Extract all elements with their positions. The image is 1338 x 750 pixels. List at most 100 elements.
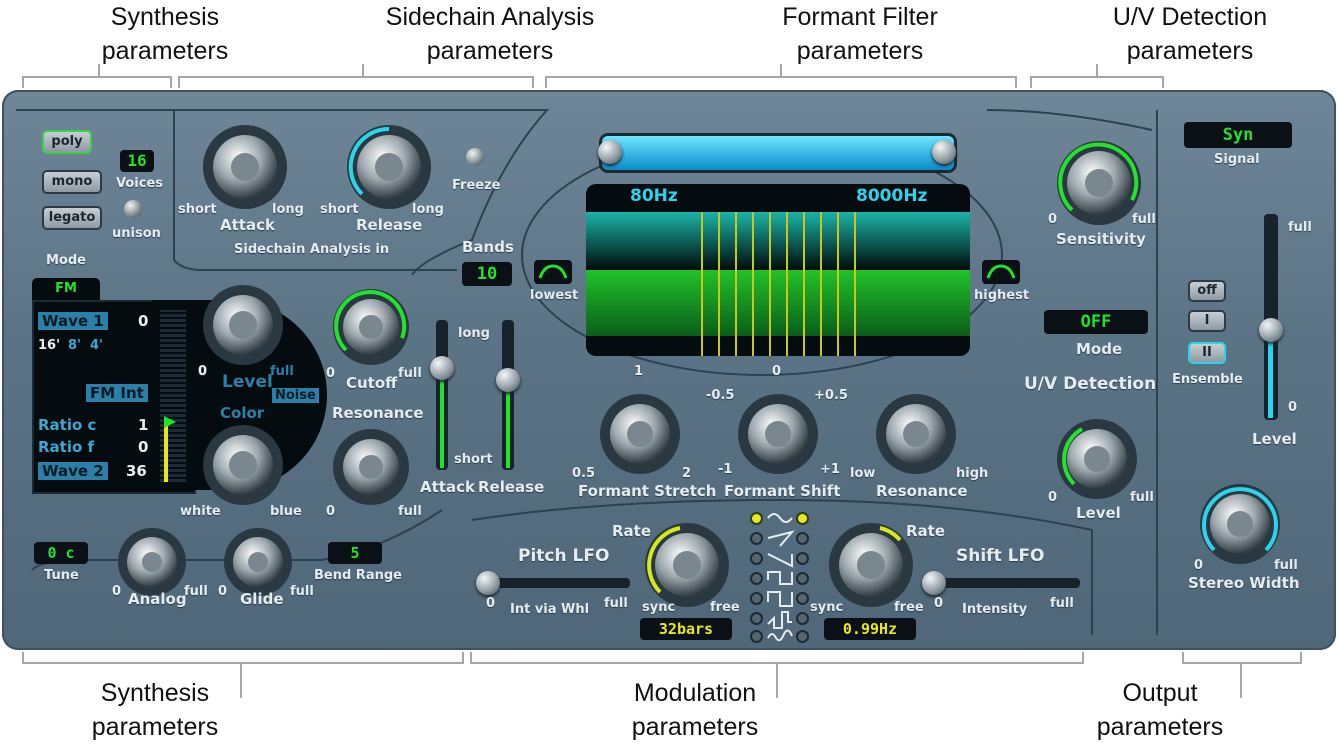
- square-wave-2-icon: [767, 591, 793, 607]
- sidechain-attack-knob[interactable]: [198, 120, 292, 214]
- stereo-width-knob[interactable]: [1194, 478, 1286, 570]
- output-level-handle[interactable]: [1259, 318, 1283, 342]
- bands-display[interactable]: 10: [462, 262, 512, 286]
- ratio-c-value[interactable]: 1: [138, 416, 149, 434]
- legato-button[interactable]: legato: [42, 206, 102, 230]
- formant-band-lines: [701, 212, 856, 356]
- intensity-min: 0: [934, 596, 944, 611]
- pitch-wave-led-4[interactable]: [750, 572, 763, 585]
- int-via-whl-handle[interactable]: [476, 571, 500, 595]
- shift-rate-min: sync: [810, 600, 844, 615]
- shift-wave-led-5[interactable]: [796, 592, 809, 605]
- color-min-label: white: [180, 504, 221, 519]
- shift-rate-label: Rate: [906, 522, 946, 540]
- shift-wave-led-4[interactable]: [796, 572, 809, 585]
- ensemble-i-button[interactable]: I: [1188, 310, 1226, 332]
- ratio-f-value[interactable]: 0: [138, 438, 149, 456]
- bend-range-display[interactable]: 5: [328, 542, 382, 564]
- sidechain-release-min: short: [320, 202, 359, 217]
- stereo-width-max: full: [1274, 558, 1298, 573]
- uv-level-knob[interactable]: [1052, 414, 1142, 504]
- env-release-label: Release: [478, 478, 545, 496]
- intensity-handle[interactable]: [922, 571, 946, 595]
- sidechain-section-label: Sidechain Analysis in: [234, 242, 390, 257]
- footage-4[interactable]: 4': [90, 338, 104, 353]
- intensity-slider[interactable]: [932, 578, 1080, 588]
- wave1-value[interactable]: 0: [138, 312, 149, 330]
- shift-wave-led-2[interactable]: [796, 532, 809, 545]
- stretch-top-label: 1: [634, 364, 644, 379]
- poly-button[interactable]: poly: [42, 130, 92, 154]
- uv-level-label: Level: [1076, 504, 1121, 522]
- shift-wave-led-6[interactable]: [796, 612, 809, 625]
- pitch-lfo-label: Pitch LFO: [518, 546, 610, 566]
- highest-filter-button[interactable]: [982, 260, 1020, 284]
- glide-knob[interactable]: [220, 524, 296, 600]
- shift-wave-led-7[interactable]: [796, 630, 809, 643]
- mono-button[interactable]: mono: [42, 170, 102, 194]
- shift-wave-led-1[interactable]: [796, 512, 809, 525]
- formant-display-top-band: [586, 212, 970, 268]
- pitch-wave-led-1[interactable]: [750, 512, 763, 525]
- formant-low-handle[interactable]: [598, 140, 622, 164]
- lowest-filter-button[interactable]: [534, 260, 572, 284]
- level-min-label: 0: [198, 364, 208, 379]
- freeze-button[interactable]: [466, 148, 484, 166]
- uv-mode-display[interactable]: OFF: [1044, 310, 1148, 334]
- formant-stretch-knob[interactable]: [594, 388, 686, 480]
- shift-rate-knob[interactable]: [824, 518, 918, 612]
- resonance-min-label: 0: [326, 504, 336, 519]
- env-attack-handle[interactable]: [430, 356, 454, 380]
- signal-display[interactable]: Syn: [1184, 122, 1292, 148]
- formant-range-bar[interactable]: [602, 136, 954, 170]
- formant-display-bottom-band: [586, 270, 970, 336]
- intensity-max: full: [1050, 596, 1074, 611]
- fm-tab[interactable]: FM: [32, 278, 100, 300]
- color-knob[interactable]: [198, 420, 288, 510]
- footage-8[interactable]: 8': [68, 338, 82, 353]
- ensemble-off-button[interactable]: off: [1188, 280, 1226, 302]
- pitch-rate-knob[interactable]: [640, 518, 734, 612]
- env-attack-fill: [440, 368, 444, 468]
- unison-button[interactable]: [124, 200, 142, 218]
- sidechain-release-knob[interactable]: [342, 120, 436, 214]
- footage-16[interactable]: 16': [38, 338, 61, 353]
- sidechain-attack-label: Attack: [220, 216, 275, 234]
- shift-rate-max: free: [894, 600, 924, 615]
- formant-resonance-label: Resonance: [876, 482, 968, 500]
- pitch-wave-led-7[interactable]: [750, 630, 763, 643]
- cutoff-knob[interactable]: [328, 284, 414, 370]
- formant-low-freq: 80Hz: [630, 186, 678, 206]
- shift-rate-display[interactable]: 0.99Hz: [824, 618, 916, 640]
- stretch-min-label: 0.5: [572, 466, 596, 481]
- pitch-wave-led-6[interactable]: [750, 612, 763, 625]
- bands-label: Bands: [462, 238, 514, 256]
- shift-wave-led-3[interactable]: [796, 552, 809, 565]
- formant-resonance-knob[interactable]: [870, 388, 962, 480]
- uv-detection-label: U/V Detection: [1024, 374, 1157, 394]
- env-release-handle[interactable]: [496, 368, 520, 392]
- level-knob[interactable]: [198, 280, 288, 370]
- wave2-label[interactable]: Wave 2: [38, 462, 108, 480]
- formant-shift-knob[interactable]: [732, 388, 824, 480]
- wave1-label[interactable]: Wave 1: [38, 312, 108, 330]
- fm-int-label[interactable]: FM Int: [86, 384, 148, 402]
- resonance-max-label: full: [398, 504, 422, 519]
- pitch-wave-led-5[interactable]: [750, 592, 763, 605]
- voices-display[interactable]: 16: [120, 150, 154, 172]
- resonance-knob[interactable]: [328, 424, 414, 510]
- sensitivity-knob[interactable]: [1052, 136, 1146, 230]
- uv-mode-label: Mode: [1076, 340, 1123, 358]
- formant-high-handle[interactable]: [932, 140, 956, 164]
- tune-display[interactable]: 0 c: [34, 542, 88, 564]
- ensemble-ii-button[interactable]: II: [1188, 342, 1226, 364]
- int-via-whl-slider[interactable]: [482, 578, 630, 588]
- output-level-slider[interactable]: [1264, 214, 1278, 420]
- analog-knob[interactable]: [114, 524, 190, 600]
- formant-shift-label: Formant Shift: [724, 482, 841, 500]
- pitch-wave-led-2[interactable]: [750, 532, 763, 545]
- random-smooth-icon: [767, 629, 793, 642]
- wave2-value[interactable]: 36: [126, 462, 147, 480]
- pitch-wave-led-3[interactable]: [750, 552, 763, 565]
- pitch-rate-display[interactable]: 32bars: [640, 618, 732, 640]
